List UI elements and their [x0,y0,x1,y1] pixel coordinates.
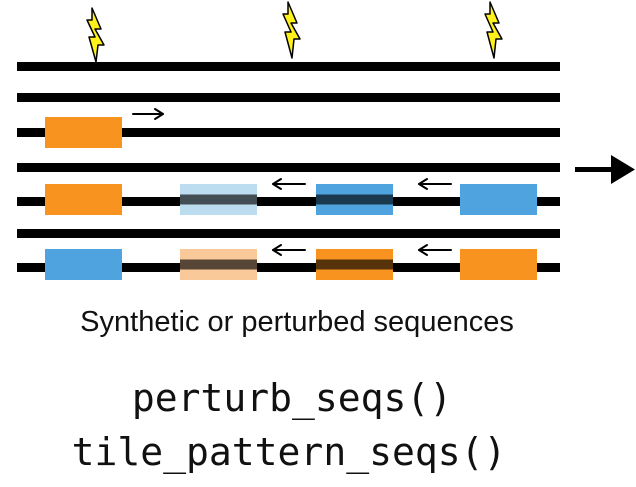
arrow-left-icon [272,178,306,190]
sequence-line [17,263,560,272]
arrow-left-icon [418,244,452,256]
sequence-line [17,93,560,102]
sequence-diagram [17,1,635,280]
diagram-caption: Synthetic or perturbed sequences [80,306,514,338]
sequence-line [17,128,560,137]
lightning-bolt-icon [86,7,105,63]
sequence-line [17,62,560,71]
sequence-lines [17,62,560,272]
sequence-line-overlay [180,259,257,270]
motif-block-blue [45,249,122,280]
lightning-bolt-icon [282,1,301,59]
lightning-bolts [86,1,503,63]
function-name-perturb-seqs: perturb_seqs() [131,376,453,420]
arrow-right-icon [132,108,164,120]
direction-arrows [132,108,452,256]
sequence-line-overlay [316,259,393,270]
motif-block-orange [45,184,122,215]
sequence-line [17,229,560,238]
sequence-line-overlay [180,194,257,205]
arrow-left-icon [418,178,452,190]
function-name-tile-pattern-seqs: tile_pattern_seqs() [71,430,507,474]
motif-block-blue [460,184,537,215]
arrow-left-icon [272,244,306,256]
sequence-line [17,163,560,172]
motif-block-orange [460,249,537,280]
sequence-line-overlay [316,194,393,205]
sequence-line [17,197,560,206]
lightning-bolt-icon [484,1,503,59]
motif-block-orange [45,117,122,148]
output-arrow-icon [575,155,635,184]
